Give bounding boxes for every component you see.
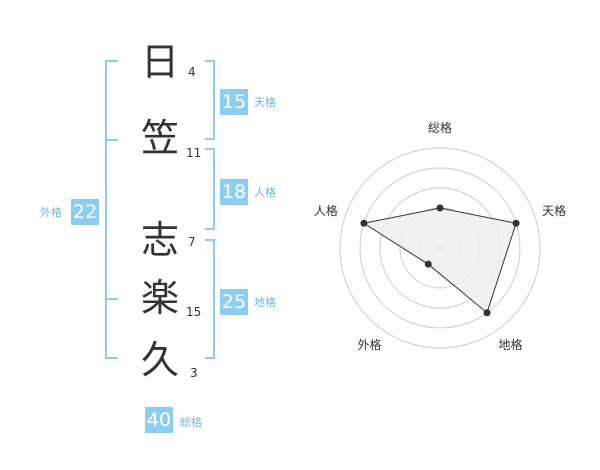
radar-axis-label-1: 総格: [428, 120, 452, 135]
name-char-2: 笠: [140, 116, 179, 160]
soukaku-label: 総格: [180, 416, 202, 429]
chikaku-bracket-bottom: [205, 357, 215, 359]
jinkaku-bracket-bottom: [205, 228, 215, 230]
chikaku-value-badge: 25: [220, 289, 248, 315]
chikaku-bracket-vertical: [213, 239, 215, 359]
radar-point-1: [436, 204, 444, 212]
gaikaku-value-badge: 22: [71, 199, 99, 225]
soukaku-value-badge: 40: [145, 407, 173, 433]
radar-point-4: [424, 260, 432, 268]
name-char-5: 久: [140, 338, 179, 382]
radar-ring: [359, 167, 521, 329]
tenkaku-value-badge: 15: [220, 89, 248, 115]
radar-data-area: [362, 207, 517, 314]
radar-ring: [339, 147, 541, 349]
chikaku-bracket-top: [205, 239, 215, 241]
gaikaku-bracket-bottom: [105, 357, 118, 359]
jinkaku-bracket-top: [205, 148, 215, 150]
radar-point-5: [360, 219, 368, 227]
radar-axis-label-2: 天格: [542, 203, 566, 218]
jinkaku-bracket-vertical: [213, 148, 215, 230]
gaikaku-bracket-mid-top: [105, 139, 118, 141]
radar-axis-label-3: 地格: [498, 337, 522, 352]
radar-axis-label-4: 外格: [357, 337, 381, 352]
stroke-count-3: 7: [188, 235, 196, 249]
gaikaku-label: 外格: [40, 206, 62, 219]
jinkaku-value-badge: 18: [220, 179, 248, 205]
tenkaku-bracket-vertical: [213, 60, 215, 140]
radar-points: [360, 204, 520, 317]
radar-axis-label-5: 人格: [314, 203, 338, 218]
stroke-count-2: 11: [186, 146, 202, 160]
tenkaku-bracket-bottom: [205, 138, 215, 140]
radar-point-3: [483, 309, 491, 317]
gaikaku-bracket-vertical: [105, 60, 107, 359]
stroke-count-4: 15: [186, 305, 202, 319]
stroke-count-1: 4: [188, 65, 196, 79]
chikaku-label: 地格: [254, 296, 276, 309]
stroke-count-5: 3: [190, 366, 198, 380]
name-char-4: 楽: [140, 276, 179, 320]
name-char-1: 日: [140, 40, 179, 84]
name-char-3: 志: [140, 218, 179, 262]
radar-point-2: [512, 219, 520, 227]
gaikaku-bracket-mid-bottom: [105, 298, 118, 300]
tenkaku-bracket-top: [205, 60, 215, 62]
jinkaku-label: 人格: [254, 186, 276, 199]
gaikaku-bracket-top: [105, 60, 118, 62]
tenkaku-label: 天格: [254, 96, 276, 109]
